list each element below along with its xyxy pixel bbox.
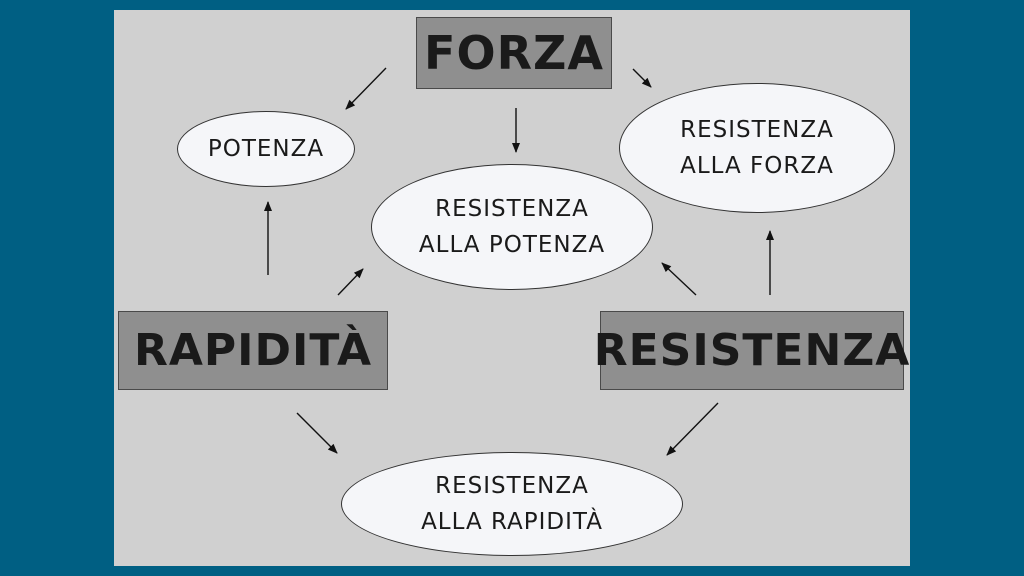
arrow-rapidita-to-resistenza-potenza: [337, 268, 364, 296]
arrow-rapidita-to-resistenza-rapidita: [296, 412, 338, 454]
arrow-resistenza-to-resistenza-potenza: [661, 262, 697, 296]
node-forza: FORZA: [416, 17, 612, 89]
arrow-forza-to-resistenza-forza: [632, 68, 652, 88]
node-resistenza-alla-rapidita: RESISTENZA ALLA RAPIDITÀ: [341, 452, 683, 556]
node-potenza: POTENZA: [177, 111, 355, 187]
arrow-resistenza-to-resistenza-rapidita: [666, 402, 719, 456]
node-resistenza-alla-forza: RESISTENZA ALLA FORZA: [619, 83, 895, 213]
node-rapidita: RAPIDITÀ: [118, 311, 388, 390]
node-resistenza: RESISTENZA: [594, 311, 909, 390]
arrow-forza-to-potenza: [345, 67, 387, 110]
node-resistenza-alla-potenza: RESISTENZA ALLA POTENZA: [371, 164, 653, 290]
